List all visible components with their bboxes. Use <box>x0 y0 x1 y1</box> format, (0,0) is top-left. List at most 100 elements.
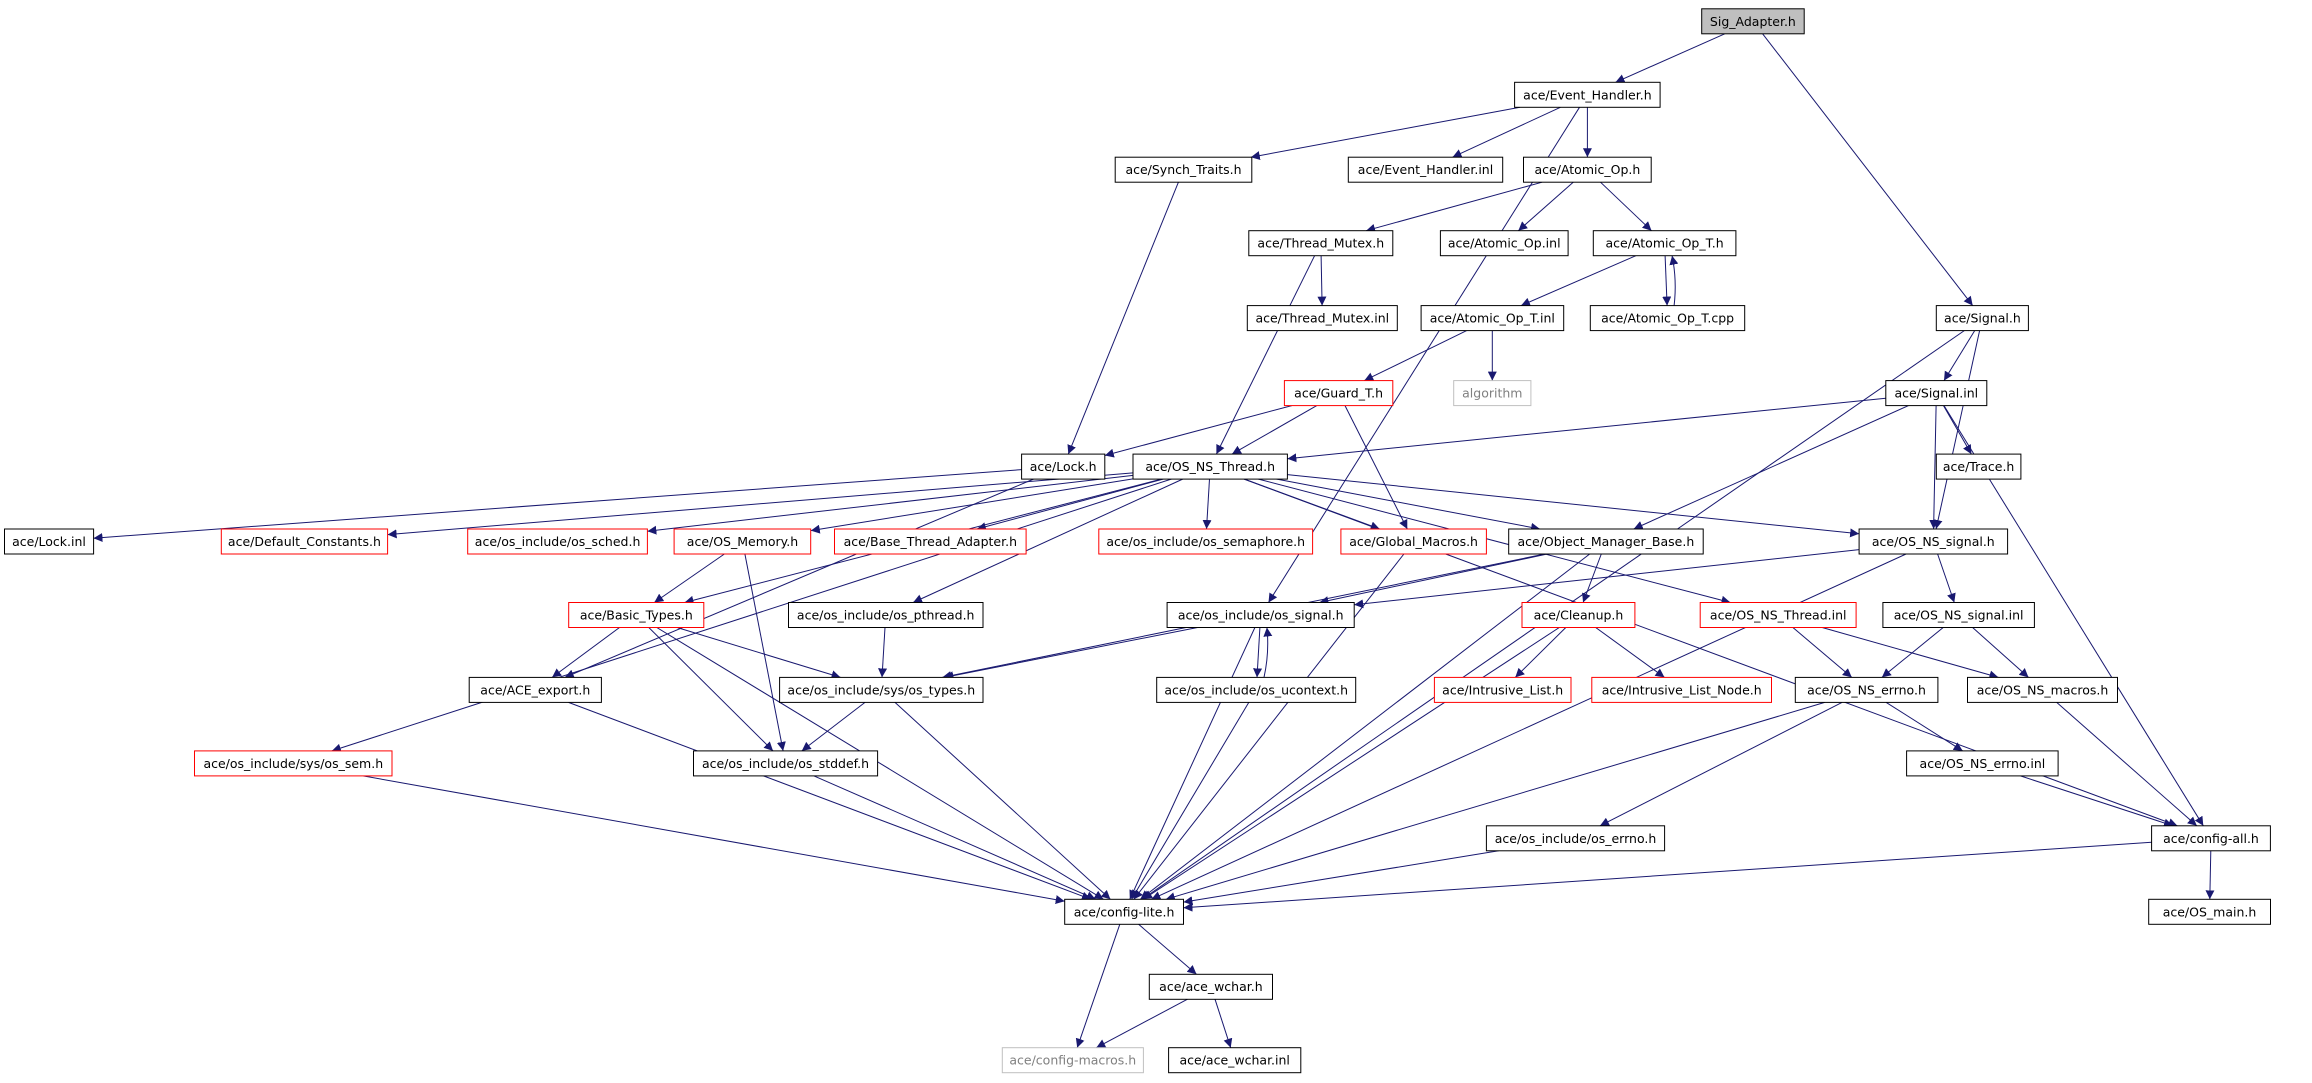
node-box[interactable] <box>673 528 812 555</box>
node-box[interactable] <box>1098 528 1314 555</box>
node-signal_h[interactable]: ace/Signal.h <box>1935 305 2029 332</box>
node-box[interactable] <box>1148 973 1274 1000</box>
node-box[interactable] <box>1248 230 1394 257</box>
node-box[interactable] <box>1591 676 1773 703</box>
node-box[interactable] <box>693 750 879 777</box>
node-box[interactable] <box>2148 898 2271 925</box>
node-box[interactable] <box>1885 380 1988 407</box>
node-thread_mutex_inl[interactable]: ace/Thread_Mutex.inl <box>1246 305 1398 332</box>
node-algorithm[interactable]: algorithm <box>1453 380 1532 407</box>
node-box[interactable] <box>1347 156 1504 183</box>
node-box[interactable] <box>1132 453 1288 480</box>
node-box[interactable] <box>1794 676 1939 703</box>
node-box[interactable] <box>1453 380 1532 407</box>
node-ace_wchar_inl[interactable]: ace/ace_wchar.inl <box>1168 1047 1302 1074</box>
node-box[interactable] <box>568 602 705 628</box>
node-event_handler_h[interactable]: ace/Event_Handler.h <box>1514 81 1661 108</box>
node-cleanup_h[interactable]: ace/Cleanup.h <box>1521 602 1636 628</box>
node-lock_h[interactable]: ace/Lock.h <box>1021 453 1106 480</box>
node-os_types_h[interactable]: ace/os_include/sys/os_types.h <box>779 676 984 703</box>
node-atomic_op_h[interactable]: ace/Atomic_Op.h <box>1523 156 1652 183</box>
node-box[interactable] <box>1592 230 1737 257</box>
node-box[interactable] <box>1589 305 1746 332</box>
node-ace_wchar_h[interactable]: ace/ace_wchar.h <box>1148 973 1274 1000</box>
node-global_macros_h[interactable]: ace/Global_Macros.h <box>1340 528 1487 555</box>
node-box[interactable] <box>1246 305 1398 332</box>
node-atomic_op_t_inl[interactable]: ace/Atomic_Op_T.inl <box>1420 305 1565 332</box>
node-box[interactable] <box>1064 898 1184 925</box>
node-box[interactable] <box>1935 453 2022 480</box>
node-guard_t_h[interactable]: ace/Guard_T.h <box>1283 380 1394 407</box>
node-signal_inl[interactable]: ace/Signal.inl <box>1885 380 1988 407</box>
node-box[interactable] <box>194 750 393 777</box>
node-box[interactable] <box>1521 602 1636 628</box>
node-os_memory_h[interactable]: ace/OS_Memory.h <box>673 528 812 555</box>
node-box[interactable] <box>468 676 602 703</box>
node-ace_export_h[interactable]: ace/ACE_export.h <box>468 676 602 703</box>
node-os_sem_h[interactable]: ace/os_include/sys/os_sem.h <box>194 750 393 777</box>
node-atomic_op_t_cpp[interactable]: ace/Atomic_Op_T.cpp <box>1589 305 1746 332</box>
node-atomic_op_t_h[interactable]: ace/Atomic_Op_T.h <box>1592 230 1737 257</box>
node-intrusive_list_h[interactable]: ace/Intrusive_List.h <box>1433 676 1572 703</box>
node-os_ucontext_h[interactable]: ace/os_include/os_ucontext.h <box>1156 676 1357 703</box>
node-box[interactable] <box>788 602 984 628</box>
node-os_pthread_h[interactable]: ace/os_include/os_pthread.h <box>788 602 984 628</box>
node-box[interactable] <box>834 528 1027 555</box>
node-os_ns_thread_h[interactable]: ace/OS_NS_Thread.h <box>1132 453 1288 480</box>
node-box[interactable] <box>1514 81 1661 108</box>
node-box[interactable] <box>1114 156 1253 183</box>
node-os_semaphore_h[interactable]: ace/os_include/os_semaphore.h <box>1098 528 1314 555</box>
node-box[interactable] <box>1021 453 1106 480</box>
node-os_errno_h[interactable]: ace/os_include/os_errno.h <box>1485 825 1666 852</box>
node-synch_traits_h[interactable]: ace/Synch_Traits.h <box>1114 156 1253 183</box>
node-box[interactable] <box>1967 676 2118 703</box>
node-box[interactable] <box>1439 230 1569 257</box>
node-box[interactable] <box>220 528 389 555</box>
node-base_thread_adapter_h[interactable]: ace/Base_Thread_Adapter.h <box>834 528 1027 555</box>
node-trace_h[interactable]: ace/Trace.h <box>1935 453 2022 480</box>
node-box[interactable] <box>1433 676 1572 703</box>
node-config_macros_h[interactable]: ace/config-macros.h <box>1001 1047 1144 1074</box>
node-os_sched_h[interactable]: ace/os_include/os_sched.h <box>467 528 648 555</box>
node-box[interactable] <box>1523 156 1652 183</box>
node-box[interactable] <box>1420 305 1565 332</box>
node-box[interactable] <box>1166 602 1355 628</box>
node-box[interactable] <box>4 528 95 555</box>
node-os_ns_signal_inl[interactable]: ace/OS_NS_signal.inl <box>1882 602 2035 628</box>
node-box[interactable] <box>1340 528 1487 555</box>
node-box[interactable] <box>1485 825 1666 852</box>
node-lock_inl[interactable]: ace/Lock.inl <box>4 528 95 555</box>
node-basic_types_h[interactable]: ace/Basic_Types.h <box>568 602 705 628</box>
node-box[interactable] <box>1935 305 2029 332</box>
node-os_main_h[interactable]: ace/OS_main.h <box>2148 898 2271 925</box>
node-box[interactable] <box>1156 676 1357 703</box>
node-thread_mutex_h[interactable]: ace/Thread_Mutex.h <box>1248 230 1394 257</box>
node-os_ns_errno_h[interactable]: ace/OS_NS_errno.h <box>1794 676 1939 703</box>
node-box[interactable] <box>779 676 984 703</box>
node-event_handler_inl[interactable]: ace/Event_Handler.inl <box>1347 156 1504 183</box>
node-box[interactable] <box>1858 528 2009 555</box>
node-box[interactable] <box>1906 750 2059 777</box>
node-os_ns_errno_inl[interactable]: ace/OS_NS_errno.inl <box>1906 750 2059 777</box>
node-intrusive_list_node_h[interactable]: ace/Intrusive_List_Node.h <box>1591 676 1773 703</box>
node-box[interactable] <box>2151 825 2271 852</box>
node-box[interactable] <box>1882 602 2035 628</box>
node-box[interactable] <box>467 528 648 555</box>
node-os_signal_h[interactable]: ace/os_include/os_signal.h <box>1166 602 1355 628</box>
node-box[interactable] <box>1283 380 1394 407</box>
node-box[interactable] <box>1508 528 1704 555</box>
node-os_stddef_h[interactable]: ace/os_include/os_stddef.h <box>693 750 879 777</box>
node-object_manager_base_h[interactable]: ace/Object_Manager_Base.h <box>1508 528 1704 555</box>
node-os_ns_macros_h[interactable]: ace/OS_NS_macros.h <box>1967 676 2118 703</box>
node-atomic_op_inl[interactable]: ace/Atomic_Op.inl <box>1439 230 1569 257</box>
node-config_all_h[interactable]: ace/config-all.h <box>2151 825 2271 852</box>
node-box[interactable] <box>1699 602 1857 628</box>
node-box[interactable] <box>1001 1047 1144 1074</box>
node-os_ns_signal_h[interactable]: ace/OS_NS_signal.h <box>1858 528 2009 555</box>
node-config_lite_h[interactable]: ace/config-lite.h <box>1064 898 1184 925</box>
node-sig_adapter[interactable]: Sig_Adapter.h <box>1701 8 1805 35</box>
node-default_constants_h[interactable]: ace/Default_Constants.h <box>220 528 389 555</box>
node-box[interactable] <box>1701 8 1805 35</box>
node-box[interactable] <box>1168 1047 1302 1074</box>
node-os_ns_thread_inl[interactable]: ace/OS_NS_Thread.inl <box>1699 602 1857 628</box>
